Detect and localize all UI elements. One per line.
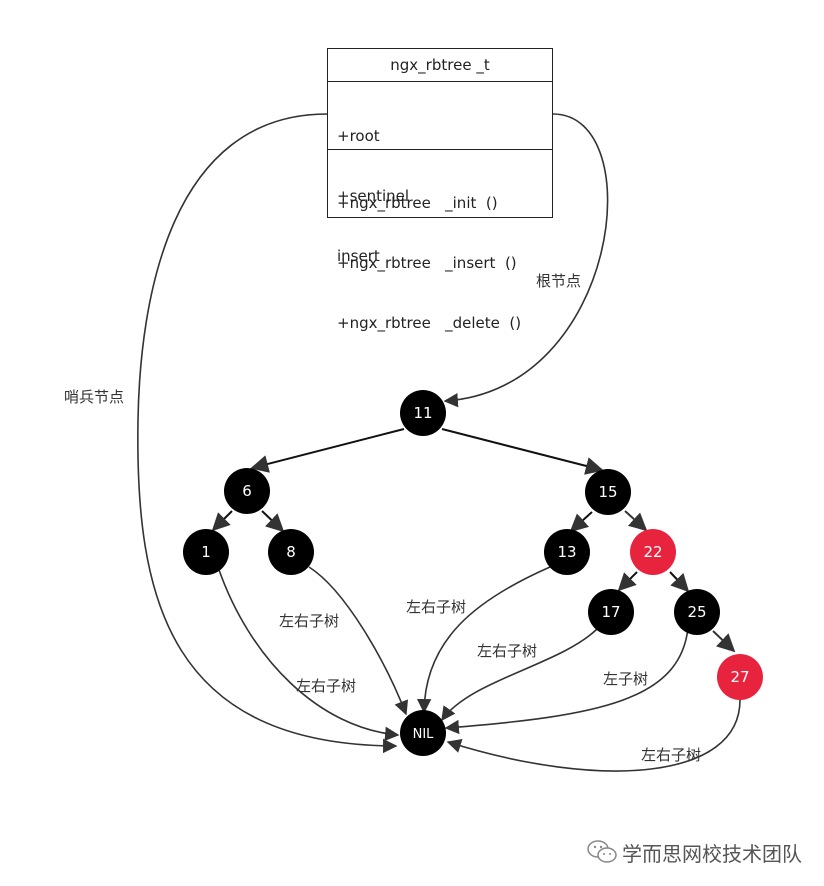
subtree-label-1: 左右子树 xyxy=(296,677,357,695)
struct-op-insert: +ngx_rbtree _insert () xyxy=(337,254,517,272)
struct-attr-sentinel: +sentinel xyxy=(337,187,410,205)
struct-attr-insert: insert xyxy=(337,247,380,265)
node-label-13: 13 xyxy=(557,543,576,561)
edge-11-6 xyxy=(250,428,405,473)
watermark-text: 学而思网校技术团队 xyxy=(622,841,802,866)
tree-node-25: 25 xyxy=(674,589,720,635)
edge-13-nil xyxy=(416,566,551,714)
edge-6-8 xyxy=(261,510,285,533)
tree-node-15: 15 xyxy=(585,469,631,515)
node-label-nil: NIL xyxy=(413,727,435,742)
node-circle-22 xyxy=(630,529,676,575)
tree-node-11: 11 xyxy=(400,390,446,436)
struct-operations: +ngx_rbtree _init () +ngx_rbtree _insert… xyxy=(328,150,552,376)
ngx-rbtree-struct: ngx_rbtree _t +root +sentinel insert +ng… xyxy=(327,48,553,332)
node-label-11: 11 xyxy=(413,404,432,422)
node-label-25: 25 xyxy=(687,603,706,621)
node-circle-27 xyxy=(717,654,763,700)
edge-25-nil xyxy=(444,627,689,735)
tree-node-17: 17 xyxy=(588,589,634,635)
node-circle-11 xyxy=(400,390,446,436)
node-label-1: 1 xyxy=(201,543,211,561)
edge-17-nil xyxy=(441,628,598,722)
edge-6-1 xyxy=(211,510,233,532)
edge-11-15 xyxy=(441,428,604,475)
tree-node-1: 1 xyxy=(183,529,229,575)
root-edge xyxy=(443,113,609,408)
sentinel-label: 哨兵节点 xyxy=(64,388,125,406)
edge-22-17 xyxy=(617,571,638,592)
root-label: 根节点 xyxy=(536,272,582,290)
subtree-label-27: 左右子树 xyxy=(641,746,702,764)
edge-27-nil xyxy=(446,699,741,772)
node-label-8: 8 xyxy=(286,543,296,561)
node-label-27: 27 xyxy=(730,668,749,686)
subtree-label-8: 左右子树 xyxy=(279,612,340,630)
node-circle-1 xyxy=(183,529,229,575)
watermark: 学而思网校技术团队 xyxy=(586,836,802,868)
subtree-label-25: 左子树 xyxy=(603,670,649,688)
tree-node-8: 8 xyxy=(268,529,314,575)
edge-22-25 xyxy=(669,571,690,593)
node-circle-17 xyxy=(588,589,634,635)
node-label-6: 6 xyxy=(242,482,252,500)
subtree-label-17: 左右子树 xyxy=(477,642,538,660)
struct-title: ngx_rbtree _t xyxy=(328,49,552,82)
struct-op-init: +ngx_rbtree _init () xyxy=(337,194,498,212)
edge-1-nil xyxy=(217,566,400,742)
struct-attributes: +root +sentinel insert xyxy=(328,82,552,265)
node-label-17: 17 xyxy=(601,603,620,621)
tree-node-13: 13 xyxy=(544,529,590,575)
tree-node-6: 6 xyxy=(224,468,270,514)
node-label-15: 15 xyxy=(598,483,617,501)
node-circle-15 xyxy=(585,469,631,515)
node-circle-25 xyxy=(674,589,720,635)
subtree-label-13: 左右子树 xyxy=(406,598,467,616)
tree-node-22: 22 xyxy=(630,529,676,575)
node-circle-6 xyxy=(224,468,270,514)
struct-op-delete: +ngx_rbtree _delete () xyxy=(337,314,522,332)
edge-25-27 xyxy=(712,630,736,653)
sentinel-edge xyxy=(137,113,398,754)
node-circle-13 xyxy=(544,529,590,575)
node-circle-nil xyxy=(400,710,446,756)
edge-15-22 xyxy=(624,510,648,532)
node-label-22: 22 xyxy=(643,543,662,561)
struct-attr-root: +root xyxy=(337,127,380,145)
wechat-icon xyxy=(587,840,617,863)
edge-8-nil xyxy=(308,566,409,716)
edge-15-13 xyxy=(569,511,593,533)
tree-node-nil: NIL xyxy=(400,710,446,756)
node-circle-8 xyxy=(268,529,314,575)
tree-node-27: 27 xyxy=(717,654,763,700)
